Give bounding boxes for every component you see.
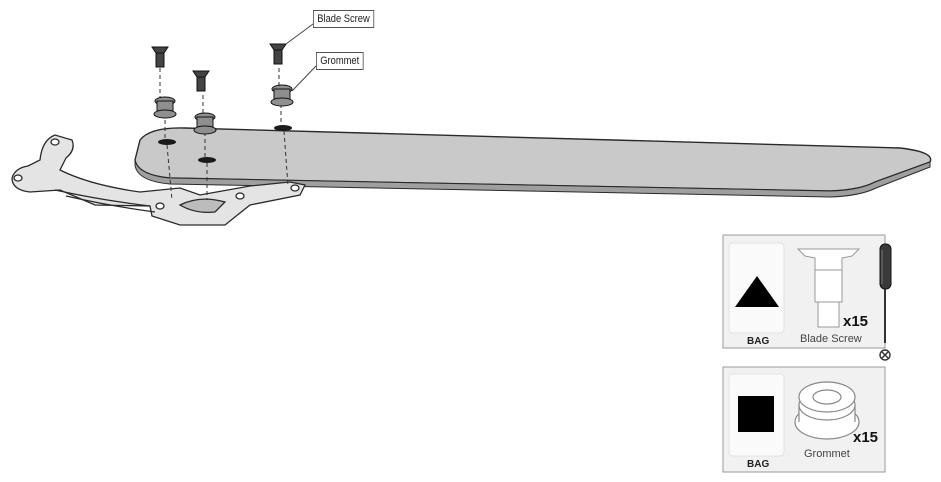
blade-screw-callout: Blade Screw [313,10,375,28]
screw-hole [198,157,216,163]
part-name-blade-screw: Blade Screw [800,333,862,345]
square-icon [738,396,774,432]
panel-graphics [722,234,892,473]
screw-hole [274,125,292,131]
grommet-illustration [794,381,860,440]
bag-label: BAG [747,459,770,470]
triangle-icon [735,276,779,307]
grommet [153,84,294,135]
callout-leaders [285,23,317,92]
screwdriver-icon [879,243,892,343]
bag-label: BAG [747,336,770,347]
part-name-grommet: Grommet [804,448,850,460]
alignment-lines [159,68,289,201]
phillips-drive-icon [879,349,891,361]
blade-screw [151,43,287,92]
quantity-grommet: x15 [853,429,879,446]
grommet-callout: Grommet [316,52,364,70]
blade-screw-illustration [796,248,861,328]
blade-iron [11,134,306,226]
quantity-blade-screw: x15 [843,313,869,330]
screw-hole [158,139,176,145]
fan-blade [134,125,932,198]
